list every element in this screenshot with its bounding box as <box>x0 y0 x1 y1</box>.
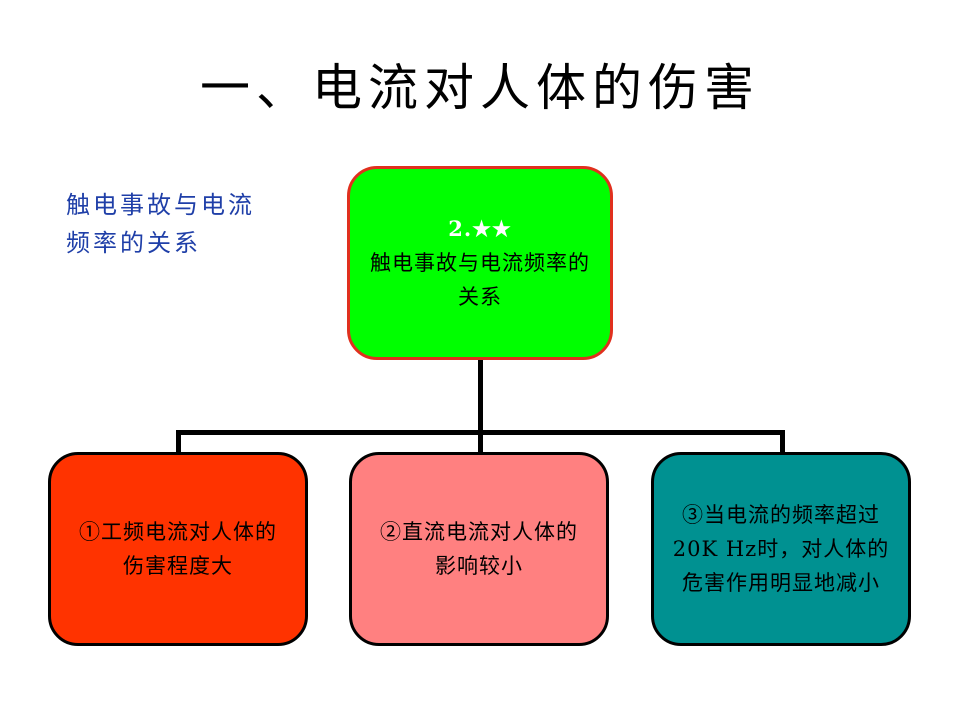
child-node-label: ③当电流的频率超过20K Hz时，对人体的危害作用明显地减小 <box>672 503 890 595</box>
child-node-high-frequency: ③当电流的频率超过20K Hz时，对人体的危害作用明显地减小 <box>651 452 911 646</box>
child-node-direct-current: ②直流电流对人体的影响较小 <box>349 452 609 646</box>
connector-vertical-root <box>478 360 483 434</box>
connector-vertical-left <box>176 430 181 454</box>
child-node-label: ②直流电流对人体的影响较小 <box>380 520 578 578</box>
importance-rating: 2.★★ <box>448 216 512 241</box>
root-node: 2.★★ 触电事故与电流频率的关系 <box>347 166 613 360</box>
root-node-label: 触电事故与电流频率的关系 <box>370 251 590 309</box>
child-node-label: ①工频电流对人体的伤害程度大 <box>79 520 277 578</box>
slide-title: 一、电流对人体的伤害 <box>200 59 760 117</box>
connector-vertical-middle <box>478 430 483 454</box>
connector-vertical-right <box>780 430 785 454</box>
side-note: 触电事故与电流频率的关系 <box>66 191 255 257</box>
child-node-power-frequency: ①工频电流对人体的伤害程度大 <box>48 452 308 646</box>
